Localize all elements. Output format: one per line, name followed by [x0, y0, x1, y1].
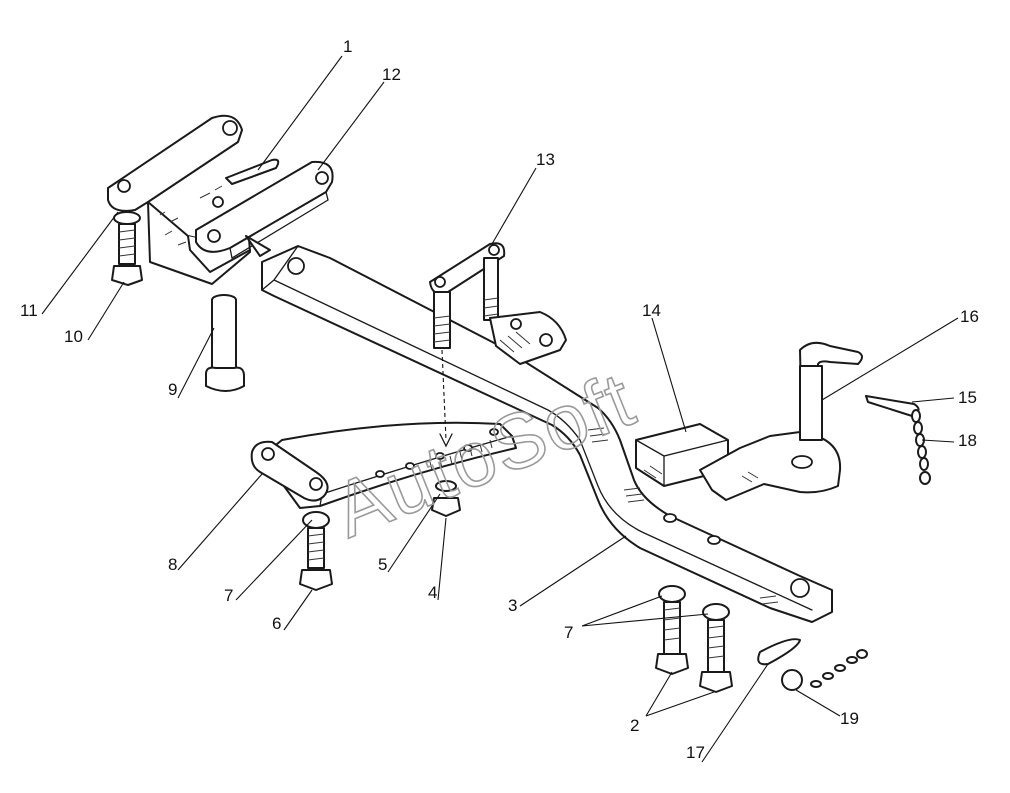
callout-7-left: 7 [224, 586, 233, 605]
upper-bracket [107, 114, 334, 285]
bolt-6 [299, 511, 333, 591]
callout-1: 1 [343, 37, 352, 56]
callout-2: 2 [630, 716, 639, 735]
callout-13: 13 [536, 150, 555, 169]
callout-16: 16 [960, 307, 979, 326]
callout-3: 3 [508, 596, 517, 615]
callout-4: 4 [428, 583, 437, 602]
cotter-17 [757, 638, 801, 666]
clamp-plate [489, 311, 567, 365]
ring-19 [781, 649, 868, 691]
callout-11: 11 [20, 301, 38, 320]
clip-15 [865, 395, 920, 417]
u-bolt-13 [429, 242, 506, 448]
callout-12: 12 [382, 65, 401, 84]
pin-16 [799, 341, 863, 441]
link-8 [250, 440, 329, 502]
drawbar [261, 245, 833, 623]
callout-7-right: 7 [564, 623, 573, 642]
callout-17: 17 [686, 743, 705, 762]
callout-18: 18 [958, 431, 977, 450]
callout-labels: 1 2 3 4 5 6 7 7 8 9 10 11 12 13 14 15 16… [20, 37, 979, 762]
callout-6: 6 [272, 614, 281, 633]
callout-10: 10 [64, 327, 83, 346]
callout-9: 9 [168, 380, 177, 399]
callout-8: 8 [168, 555, 177, 574]
callout-19: 19 [840, 709, 859, 728]
pin-9 [205, 294, 245, 392]
callout-14: 14 [642, 301, 661, 320]
callout-15: 15 [958, 388, 977, 407]
bolts-2 [655, 585, 733, 693]
callout-5: 5 [378, 555, 387, 574]
nut-4 [431, 480, 461, 517]
leader-lines [41, 55, 959, 763]
chain-18 [911, 409, 931, 485]
bolt-10 [111, 211, 143, 286]
